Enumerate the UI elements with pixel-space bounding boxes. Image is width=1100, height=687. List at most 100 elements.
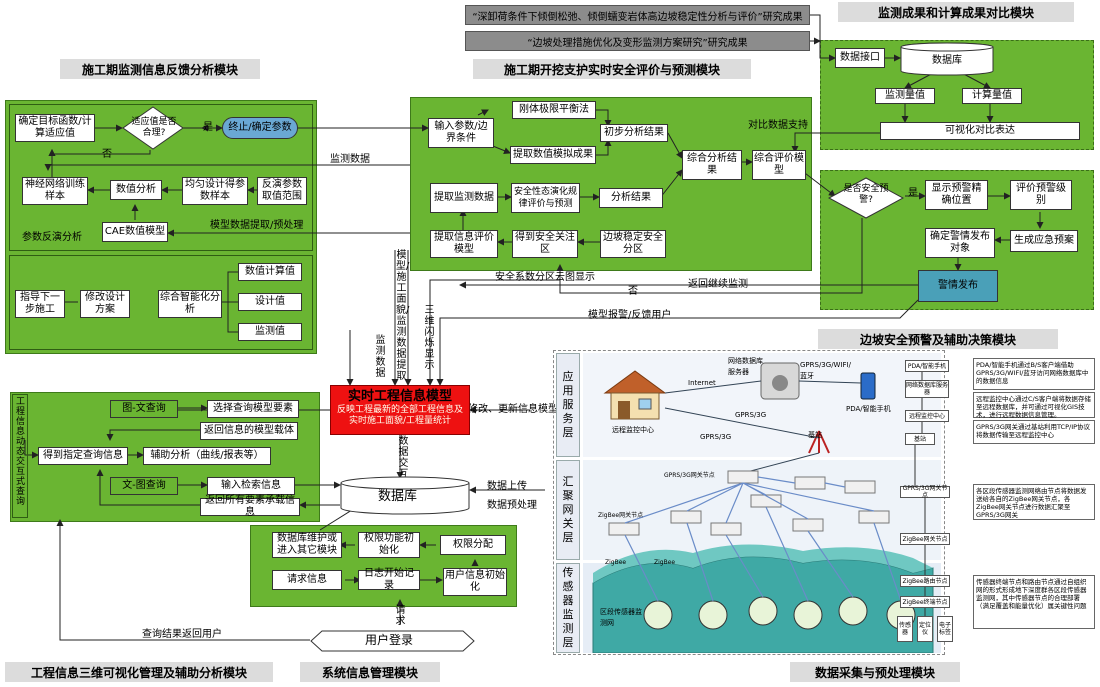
monitor-value-box: 监测量值 <box>875 88 935 104</box>
research-result-1: “深卸荷条件下倾倒松弛、倾倒蠕变岩体高边坡稳定性分析与评价”研究成果 <box>465 5 810 25</box>
layer-application-label: 应用服务层 <box>562 370 574 439</box>
note-sensor-node: 传感器终端节点和路由节点通过自组织网的形式形成地下深度群各区段传感器监测网，其中… <box>973 575 1095 629</box>
stack-term: ZigBee终端节点 <box>900 596 950 608</box>
img-text-query-box[interactable]: 图-文查询 <box>110 400 178 418</box>
layer-sensor-label: 传感器监测层 <box>562 566 574 649</box>
user-login-shape[interactable] <box>310 630 475 652</box>
realtime-info-model-title: 实时工程信息模型 <box>347 389 452 404</box>
user-login-label[interactable]: 用户登录 <box>365 633 414 647</box>
collect-remote: 远程监控中心 <box>612 426 654 434</box>
perm-assign-box: 权限分配 <box>440 535 506 555</box>
datacollect-module-title: 数据采集与预处理模块 <box>790 662 960 682</box>
display-location-box: 显示预警精确位置 <box>925 180 988 210</box>
stack-connector-lines <box>914 372 926 616</box>
note-remote: 远程监控中心通过C/S客户端将数据存储至远程数据库，并可通过可视化GIS技术，进… <box>973 392 1095 419</box>
get-info-box: 得到指定查询信息 <box>38 447 128 465</box>
numcalc-value-box: 数值计算值 <box>238 263 302 281</box>
edge-v-3d: 三维闪烁显示 <box>424 305 435 371</box>
stack-route: ZigBee路由节点 <box>900 575 950 587</box>
warning-decision-label: 是否安全预警? <box>843 184 889 205</box>
param-inversion-subpanel <box>9 104 313 251</box>
safety-zone-box: 边坡稳定安全分区 <box>600 230 666 258</box>
compare-module-title: 监测成果和计算成果对比模块 <box>838 2 1074 22</box>
fit-decision-label: 适应值是否合理? <box>131 117 177 138</box>
collect-gw-node: GPRS/3G网关节点 <box>664 472 715 479</box>
warning-module-title: 边坡安全预警及辅助决策模块 <box>818 329 1058 349</box>
compare-db-label: 数据库 <box>932 55 962 66</box>
stack-gw: GPRS/3G网关节点 <box>900 485 950 499</box>
central-database-label: 数据库 <box>378 489 418 504</box>
select-element-box: 选择查询模型要素 <box>207 400 299 418</box>
numerical-analysis-box: 数值分析 <box>110 180 162 200</box>
return-all-box: 返回所有要素承载信息 <box>200 495 300 518</box>
collect-gprs2: GPRS/3G <box>700 433 732 441</box>
edge-preprocess: 数据预处理 <box>487 500 537 511</box>
dynamic-eval-box: 安全性态演化规律评价与预测 <box>511 183 580 213</box>
nn-sample-box: 神经网络训练样本 <box>22 177 88 205</box>
visual-compare-box: 可视化对比表达 <box>880 122 1080 140</box>
note-sensor-net: 各区段传感器监测网络由节点将数据发送给各自的ZigBee网关节点，各ZigBee… <box>973 484 1095 520</box>
edge-v-exchange: 数据交互 <box>398 436 409 480</box>
publish-target-box: 确定警情发布对象 <box>925 228 995 258</box>
central-database-cylinder <box>340 476 470 515</box>
query-side-label: 工程信息动态交互式查询 <box>15 397 25 507</box>
collect-gprs-wifi: GPRS/3G/WIFI/蓝牙 <box>800 361 851 380</box>
edge-request: 请求 <box>395 605 406 627</box>
query-side-label-box: 工程信息动态交互式查询 <box>12 394 28 518</box>
return-model-carrier-box: 返回信息的模型载体 <box>200 422 298 440</box>
edge-upload: 数据上传 <box>487 481 527 492</box>
guide-construction-box: 指导下一步施工 <box>15 290 65 318</box>
modify-design-box: 修改设计方案 <box>80 290 130 318</box>
edge-compare-support: 对比数据支持 <box>748 120 808 131</box>
calc-value-box: 计算量值 <box>962 88 1022 104</box>
user-init-box: 用户信息初始化 <box>443 568 507 596</box>
edge-monitor-data: 监测数据 <box>330 154 370 165</box>
eval-model-box: 综合评价模型 <box>752 150 806 180</box>
research-result-2: “边坡处理措施优化及变形监测方案研究”研究成果 <box>465 31 810 51</box>
safety-module-title: 施工期开挖支护实时安全评价与预测模块 <box>473 59 751 79</box>
edge-v-monitor: 监测数据 <box>375 335 386 379</box>
collect-server-label: 网络数据库服务器 <box>728 357 763 376</box>
edge-model-extract: 模型数据提取/预处理 <box>210 220 304 231</box>
stack-s1: 传感器 <box>897 616 913 642</box>
param-inversion-label: 参数反演分析 <box>22 232 82 243</box>
sysmgmt-module-title: 系统信息管理模块 <box>300 662 440 682</box>
collect-pda: PDA/智能手机 <box>846 405 891 413</box>
prelim-result-box: 初步分析结果 <box>600 124 668 142</box>
layer-sensor: 传感器监测层 <box>556 563 580 653</box>
extract-monitor-box: 提取监测数据 <box>430 183 498 213</box>
request-info-box: 请求信息 <box>272 570 342 590</box>
stack-s2: 定位仪 <box>917 616 933 642</box>
emergency-plan-box: 生成应急预案 <box>1010 230 1078 252</box>
edge-safety-cloud: 安全系数分区云图显示 <box>495 272 595 283</box>
warning-yes-label: 是 <box>908 188 918 199</box>
stop-param-box: 终止/确定参数 <box>222 117 298 139</box>
extract-numsim-box: 提取数值模拟成果 <box>510 146 596 164</box>
realtime-info-model-sub: 反映工程最新的全部工程信息及实时施工面貌/工程量统计 <box>336 405 463 426</box>
edge-return-monitor: 返回继续监测 <box>688 279 748 290</box>
aux-analysis-box: 辅助分析（曲线/报表等） <box>143 447 271 465</box>
db-maintain-box: 数据库维护或进入其它模块 <box>272 532 342 558</box>
design-value-box: 设计值 <box>238 293 302 311</box>
text-img-query-box[interactable]: 文-图查询 <box>110 477 178 495</box>
intel-analysis-subpanel <box>9 255 313 350</box>
info-eval-model-box: 提取信息评价模型 <box>430 230 498 258</box>
stack-pda: PDA/智能手机 <box>905 360 949 372</box>
analysis-result-box: 分析结果 <box>599 188 663 208</box>
stack-base: 基站 <box>905 433 935 445</box>
data-interface-box: 数据接口 <box>835 48 885 68</box>
eval-level-box: 评价预警级别 <box>1010 180 1072 210</box>
edge-v-model: 模型/施工面貌/监测数据提取 <box>396 250 410 382</box>
input-params-box: 输入参数/边界条件 <box>428 118 494 148</box>
safety-focus-box: 得到安全关注区 <box>512 230 578 258</box>
collect-zigbee-node: ZigBee网关节点 <box>598 512 644 519</box>
layer-gateway: 汇聚网关层 <box>556 460 580 560</box>
collect-base: 基站 <box>808 431 822 439</box>
fit-yes-label: 是 <box>203 122 213 133</box>
perm-init-box: 权限功能初始化 <box>358 532 420 558</box>
monitor-value-small-box: 监测值 <box>238 323 302 341</box>
collect-zb2: ZigBee <box>654 559 676 566</box>
collect-gprs1: GPRS/3G <box>735 411 767 419</box>
query3d-module-title: 工程信息三维可视化管理及辅助分析模块 <box>5 662 273 682</box>
